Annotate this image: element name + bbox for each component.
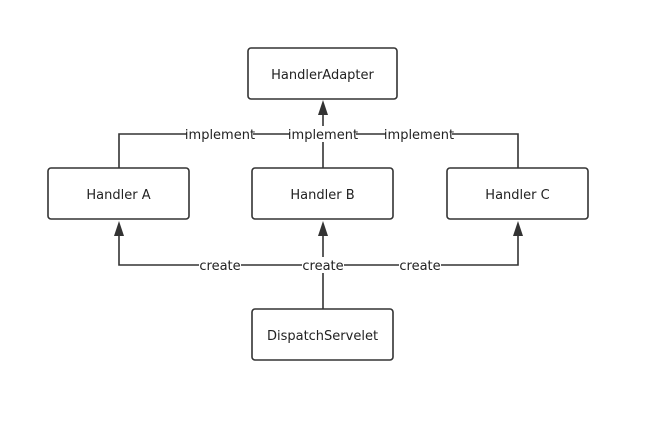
node-handler-c-label: Handler C — [485, 188, 549, 203]
node-dispatch-servelet-label: DispatchServelet — [267, 329, 378, 344]
implement-label-b-group: implement — [288, 126, 358, 143]
create-label-c-group: create — [399, 257, 441, 274]
implement-label-c: implement — [384, 128, 454, 143]
node-handler-adapter[interactable]: HandlerAdapter — [247, 47, 398, 100]
create-arrowhead-a — [114, 221, 124, 236]
node-handler-adapter-label: HandlerAdapter — [271, 68, 374, 83]
node-handler-a-label: Handler A — [86, 188, 150, 203]
create-label-b: create — [302, 259, 343, 274]
implement-arrowhead — [318, 100, 328, 115]
implement-label-c-group: implement — [384, 126, 454, 143]
implement-label-b: implement — [288, 128, 358, 143]
node-handler-a[interactable]: Handler A — [47, 167, 190, 220]
create-arrowhead-c — [513, 221, 523, 236]
node-handler-b-label: Handler B — [290, 188, 354, 203]
create-arrowhead-b — [318, 221, 328, 236]
node-handler-b[interactable]: Handler B — [251, 167, 394, 220]
implement-label-a: implement — [185, 128, 255, 143]
create-label-c: create — [399, 259, 440, 274]
create-label-a-group: create — [199, 257, 241, 274]
create-edge-c — [323, 231, 519, 266]
implement-edge-a — [118, 133, 323, 168]
create-label-a: create — [199, 259, 240, 274]
node-handler-c[interactable]: Handler C — [446, 167, 589, 220]
implement-label-a-group: implement — [185, 126, 255, 143]
node-dispatch-servelet[interactable]: DispatchServelet — [251, 308, 394, 361]
create-label-b-group: create — [302, 257, 344, 274]
create-edge-a — [118, 231, 323, 266]
